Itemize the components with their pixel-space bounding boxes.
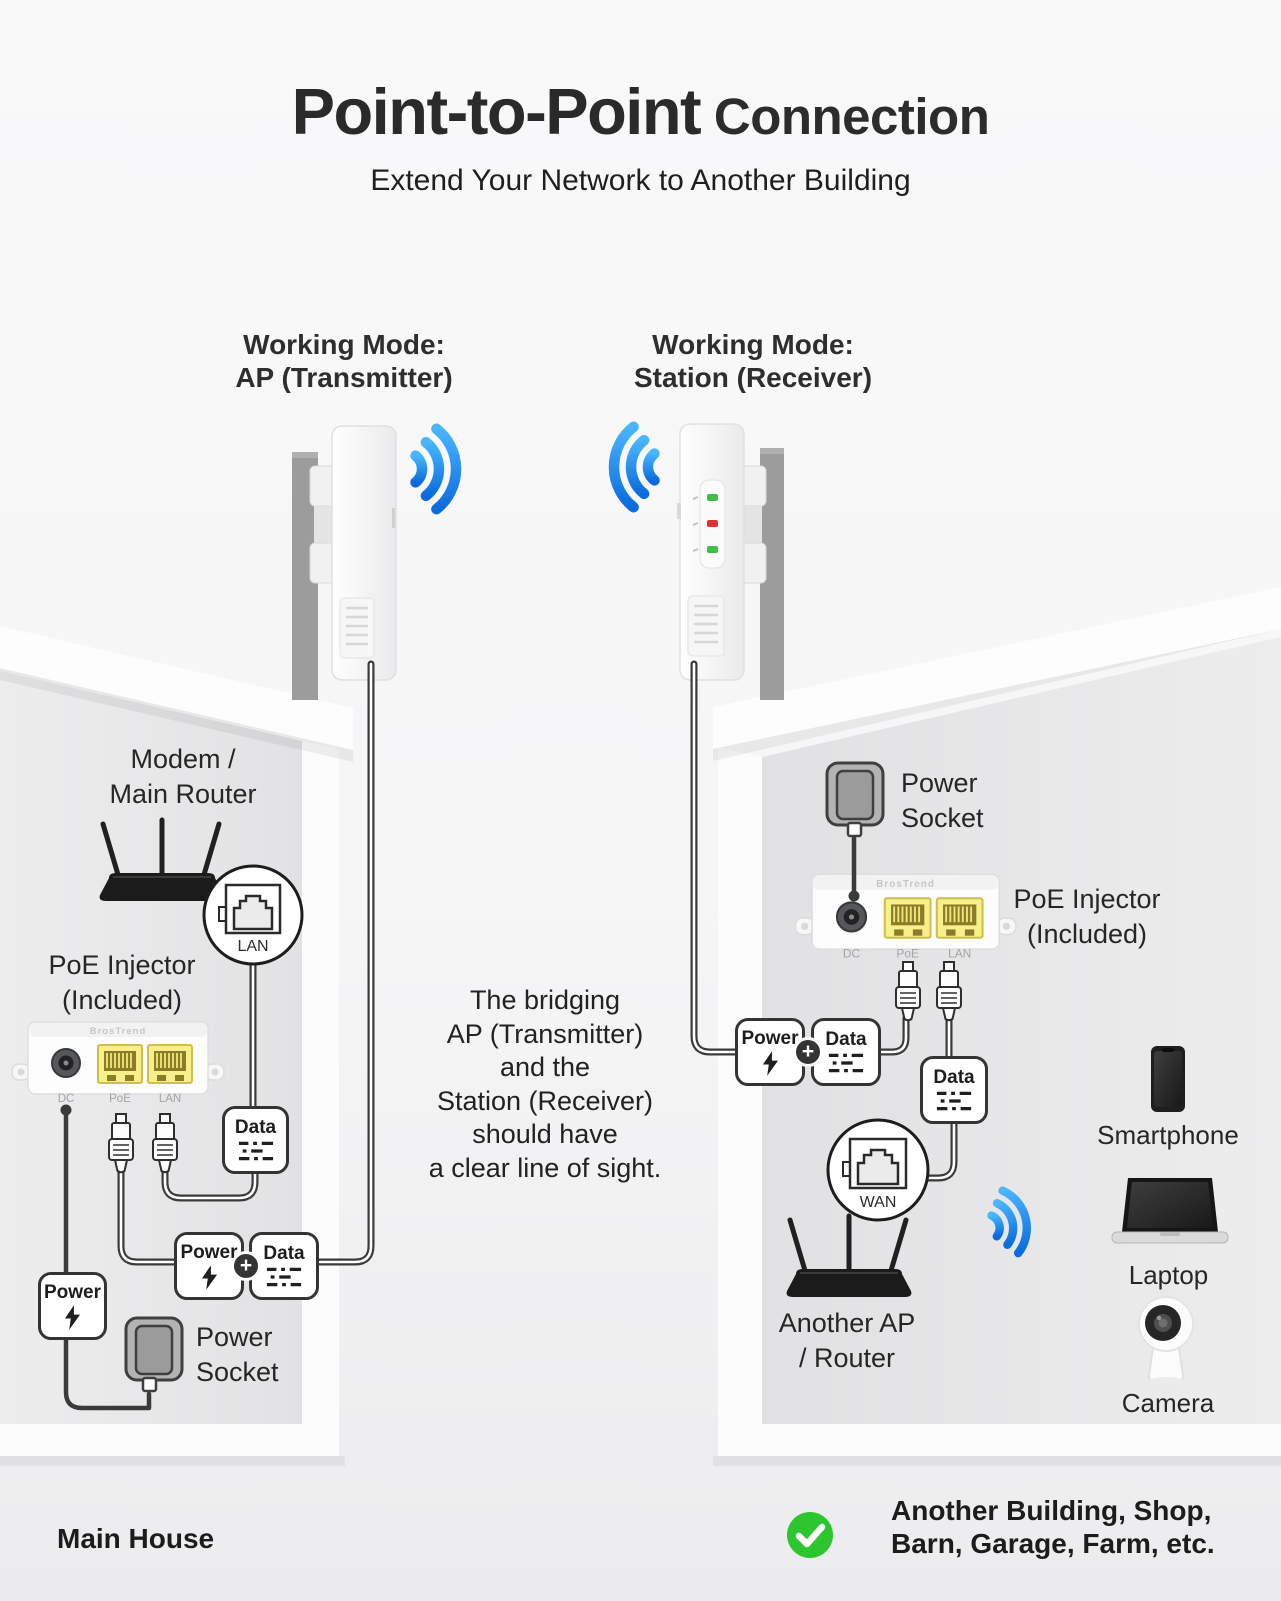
right-pole-cap: [760, 448, 784, 454]
working-mode-station-label: Working Mode: Station (Receiver): [633, 329, 873, 393]
right-dc-plug-dot: [848, 890, 860, 902]
smartphone-label: Smartphone: [1097, 1120, 1239, 1150]
combo-to-poe-plug-cable-core: [879, 1016, 908, 1054]
laptop-label: Laptop: [1128, 1260, 1209, 1290]
main-house-caption: Main House: [57, 1523, 215, 1554]
injector-brand-text: BrosTrend: [90, 1026, 147, 1037]
left-house-ground-shadow: [0, 1456, 345, 1466]
data-dashes-icon: [828, 1053, 864, 1073]
lightning-bolt-icon: [64, 1304, 81, 1330]
wifi-signal-right-icon: [608, 421, 660, 513]
wan-port-magnifier: WAN: [826, 1118, 930, 1222]
power-socket-adapter-right: [825, 761, 885, 838]
dc-port-label: DC: [843, 947, 861, 961]
led-green-top: [707, 494, 718, 501]
camera-label: Camera: [1121, 1388, 1215, 1418]
data-tag-left: Data: [222, 1106, 289, 1174]
right-house-corner-strip: [718, 747, 762, 1456]
right-house-base: [718, 1424, 1281, 1456]
another-building-caption: Another Building, Shop, Barn, Garage, Fa…: [891, 1495, 1215, 1559]
data-to-lan-plug-cable-core: [163, 1168, 257, 1200]
ethernet-plug-poe-right: [895, 961, 921, 1022]
data2-to-wan-cable-core: [924, 1120, 956, 1180]
laptop-device: [1111, 1178, 1229, 1244]
left-house-corner-strip: [302, 741, 339, 1456]
lan-port-label: LAN: [948, 947, 971, 961]
led-green-bottom: [707, 546, 718, 553]
plus-badge-right: +: [793, 1037, 823, 1067]
right-ap-side-mark: [677, 503, 681, 519]
modem-router-device: [99, 817, 225, 901]
ethernet-plug-poe-left: [108, 1113, 134, 1174]
left-ap-bracket-mid: [314, 505, 336, 545]
data-tag-right: Data: [920, 1056, 988, 1124]
right-house-ground-shadow: [713, 1456, 1281, 1466]
power-socket-left-label: Power Socket: [196, 1322, 279, 1387]
wifi-signal-router-icon: [987, 1186, 1032, 1258]
data-dashes-icon: [936, 1091, 972, 1111]
another-ap-router-label: Another AP / Router: [778, 1308, 916, 1373]
ethernet-jack-icon: [232, 894, 274, 931]
power-tag-combo-left: Power: [174, 1232, 244, 1300]
title-strong: Point-to-Point: [291, 75, 702, 148]
lan-circle-label: LAN: [237, 938, 268, 955]
power-wires: [60, 835, 860, 1411]
left-ap-vent-slots: [346, 606, 368, 646]
left-house-base: [0, 1424, 339, 1456]
left-ap-data-cable-core: [318, 662, 373, 1264]
right-outdoor-ap: [677, 423, 767, 681]
page-subtitle: Extend Your Network to Another Building: [370, 164, 911, 197]
poe-injector-right: BrosTrend DC PoE LAN: [794, 873, 1017, 961]
power-socket-right-label: Power Socket: [901, 768, 984, 833]
modem-router-label: Modem / Main Router: [109, 744, 257, 809]
title-light: Connection: [700, 88, 990, 145]
right-ap-vent-slots: [694, 604, 718, 644]
left-house-roof: [0, 626, 353, 750]
led-red: [707, 520, 718, 527]
power-socket-adapter-left: [124, 1316, 184, 1393]
lightning-bolt-icon: [762, 1050, 778, 1076]
left-dc-plug-dot: [60, 1104, 72, 1116]
plus-badge-left: +: [231, 1251, 261, 1281]
wan-circle-label: WAN: [860, 1194, 897, 1211]
led-tick-marks: [692, 496, 699, 552]
right-ap-data-cable-core: [692, 662, 739, 1054]
left-pole-cap: [292, 452, 318, 458]
poe-plug-to-combo-cable-core: [119, 1166, 175, 1264]
right-ap-bracket-mid: [740, 505, 762, 545]
left-outdoor-ap: [309, 425, 397, 681]
data-dashes-icon: [238, 1141, 273, 1161]
poe-injector-right-label: PoE Injector (Included): [1013, 884, 1161, 949]
poe-port-label: PoE: [896, 947, 919, 961]
rj45-plugs: [108, 961, 962, 1174]
ethernet-plug-lan-right: [936, 961, 962, 1022]
injector-brand-text: BrosTrend: [876, 879, 935, 890]
line-of-sight-note: The bridging AP (Transmitter) and the St…: [428, 985, 662, 1183]
cables: [117, 660, 958, 1266]
smartphone-device: [1151, 1046, 1185, 1112]
left-dc-power-wire: [63, 1107, 152, 1411]
poe-injector-left: BrosTrend DC PoE LAN: [11, 1021, 225, 1105]
another-ap-router-device: [786, 1213, 912, 1297]
left-roof-shadow: [0, 668, 353, 762]
dc-port-label: DC: [58, 1093, 75, 1105]
working-mode-ap-label: Working Mode: AP (Transmitter): [235, 329, 453, 393]
left-ap-side-mark: [392, 508, 395, 528]
lan-port-label: LAN: [159, 1093, 181, 1105]
wifi-signal-left-icon: [410, 423, 462, 515]
lightning-bolt-icon: [201, 1264, 217, 1290]
page-title: Point-to-Point Connection: [0, 74, 1281, 149]
poe-injector-left-label: PoE Injector (Included): [48, 950, 196, 1015]
check-icon: [787, 1512, 833, 1558]
data-dashes-icon: [266, 1267, 302, 1287]
lan-port-magnifier: LAN: [202, 864, 304, 966]
right-house-roof: [713, 587, 1281, 749]
poe-port-label: PoE: [109, 1093, 131, 1105]
ethernet-jack-icon: [856, 1148, 900, 1186]
ethernet-plug-lan-left: [152, 1113, 178, 1174]
power-tag-left: Power: [38, 1272, 107, 1340]
camera-device: [1138, 1296, 1194, 1385]
